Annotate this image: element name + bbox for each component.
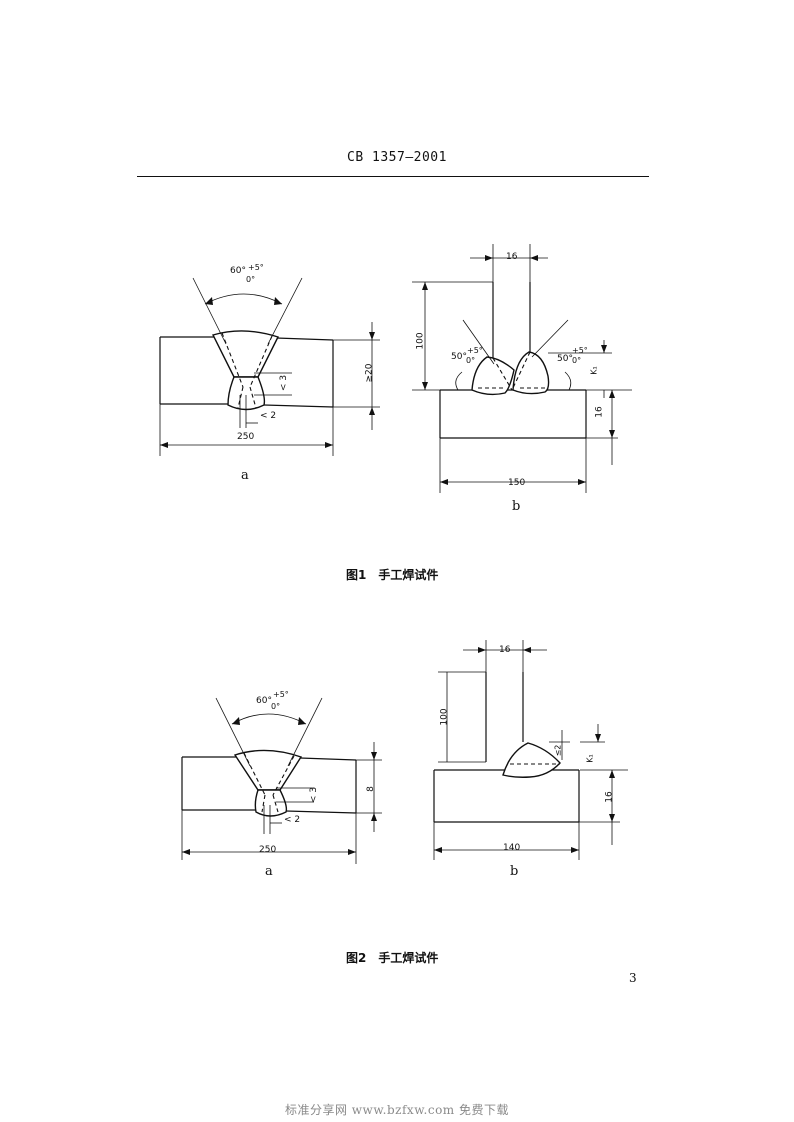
fig2a-angle-tol-lower: 0° bbox=[271, 702, 281, 711]
fig1b-angle-left: 50° bbox=[451, 352, 467, 362]
fig1a-angle-tol-upper: +5° bbox=[248, 263, 264, 272]
fig1b-angle-right: 50° bbox=[557, 354, 573, 364]
header-rule bbox=[137, 176, 649, 177]
figure1-caption: 图1 手工焊试件 bbox=[346, 568, 439, 582]
fig1a-root-face: < 2 bbox=[260, 411, 277, 421]
fig1a-length: 250 bbox=[237, 432, 255, 442]
fig1a-angle-tol-lower: 0° bbox=[246, 275, 256, 284]
fig1b-angle-right-tol-lower: 0° bbox=[572, 356, 582, 365]
fig1a-angle-main: 60° bbox=[230, 266, 246, 276]
fig2a-root-face: < 2 bbox=[284, 815, 301, 825]
fig2a-length: 250 bbox=[259, 845, 277, 855]
fig1b-angle-right-tol-upper: +5° bbox=[572, 346, 588, 355]
figure2-caption: 图2 手工焊试件 bbox=[346, 951, 439, 965]
fig2a-angle-main: 60° bbox=[256, 696, 272, 706]
fig2b-length: 140 bbox=[503, 843, 521, 853]
fig1b-web-dim: 16 bbox=[506, 252, 518, 262]
fig2a-angle-tol-upper: +5° bbox=[273, 690, 289, 699]
fig2b-plate-thickness: 16 bbox=[604, 791, 615, 803]
fig1b-length: 150 bbox=[508, 478, 526, 488]
fig2b-gap: ≤2 bbox=[553, 744, 563, 757]
fig2a-label: a bbox=[265, 864, 273, 879]
fig2b-k1: K₁ bbox=[585, 754, 595, 763]
fig1b-angle-left-tol-lower: 0° bbox=[466, 356, 476, 365]
watermark-footer: 标准分享网 www.bzfxw.com 免费下载 bbox=[284, 1103, 510, 1117]
fig2b-label: b bbox=[510, 864, 519, 879]
fig1b-label: b bbox=[512, 499, 521, 514]
fig2b-height: 100 bbox=[439, 708, 450, 726]
page-number: 3 bbox=[629, 971, 637, 985]
fig2b-web-dim: 16 bbox=[499, 645, 511, 655]
document-code-header: CB 1357—2001 bbox=[347, 150, 447, 165]
fig1b-angle-left-tol-upper: +5° bbox=[467, 346, 483, 355]
fig1a-label: a bbox=[241, 468, 249, 483]
